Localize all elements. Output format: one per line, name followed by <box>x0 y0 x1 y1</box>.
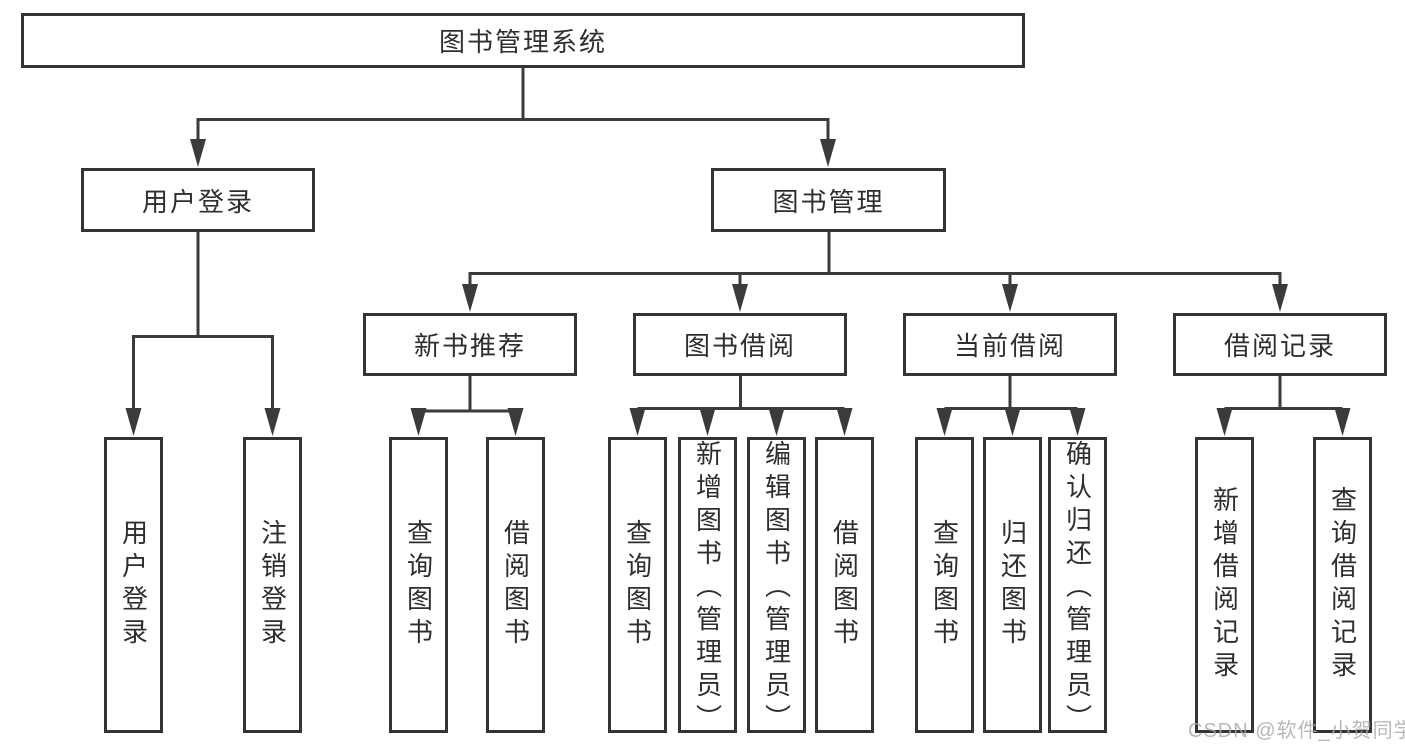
node-user-login: 用户登录 <box>81 168 315 232</box>
leaf-recommend-query-books: 查询图书 <box>389 437 448 733</box>
leaf-logout: 注销登录 <box>243 437 302 733</box>
csdn-watermark: CSDN @软件_小贺同学 <box>1188 720 1405 742</box>
node-new-book-recommend: 新书推荐 <box>363 313 577 376</box>
leaf-confirm-return-admin: 确认归还（管理员） <box>1048 437 1107 737</box>
leaf-user-login: 用户登录 <box>104 437 163 733</box>
node-book-borrow: 图书借阅 <box>633 313 847 376</box>
connector-strokes <box>132 68 1343 413</box>
arrowheads <box>125 139 1351 436</box>
leaf-edit-books-admin: 编辑图书（管理员） <box>747 437 806 737</box>
leaf-borrow-books: 借阅图书 <box>815 437 874 733</box>
leaf-return-books: 归还图书 <box>983 437 1042 733</box>
leaf-add-books-admin: 新增图书（管理员） <box>678 437 737 737</box>
node-borrow-records: 借阅记录 <box>1173 313 1387 376</box>
leaf-recommend-borrow-books: 借阅图书 <box>486 437 545 733</box>
node-root-system: 图书管理系统 <box>21 13 1025 68</box>
leaf-add-borrow-record: 新增借阅记录 <box>1195 437 1254 733</box>
node-current-borrow: 当前借阅 <box>903 313 1117 376</box>
leaf-borrow-query-books: 查询图书 <box>608 437 667 733</box>
leaf-query-borrow-record: 查询借阅记录 <box>1313 437 1372 733</box>
leaf-current-query-books: 查询图书 <box>915 437 974 733</box>
node-book-management: 图书管理 <box>711 168 946 232</box>
